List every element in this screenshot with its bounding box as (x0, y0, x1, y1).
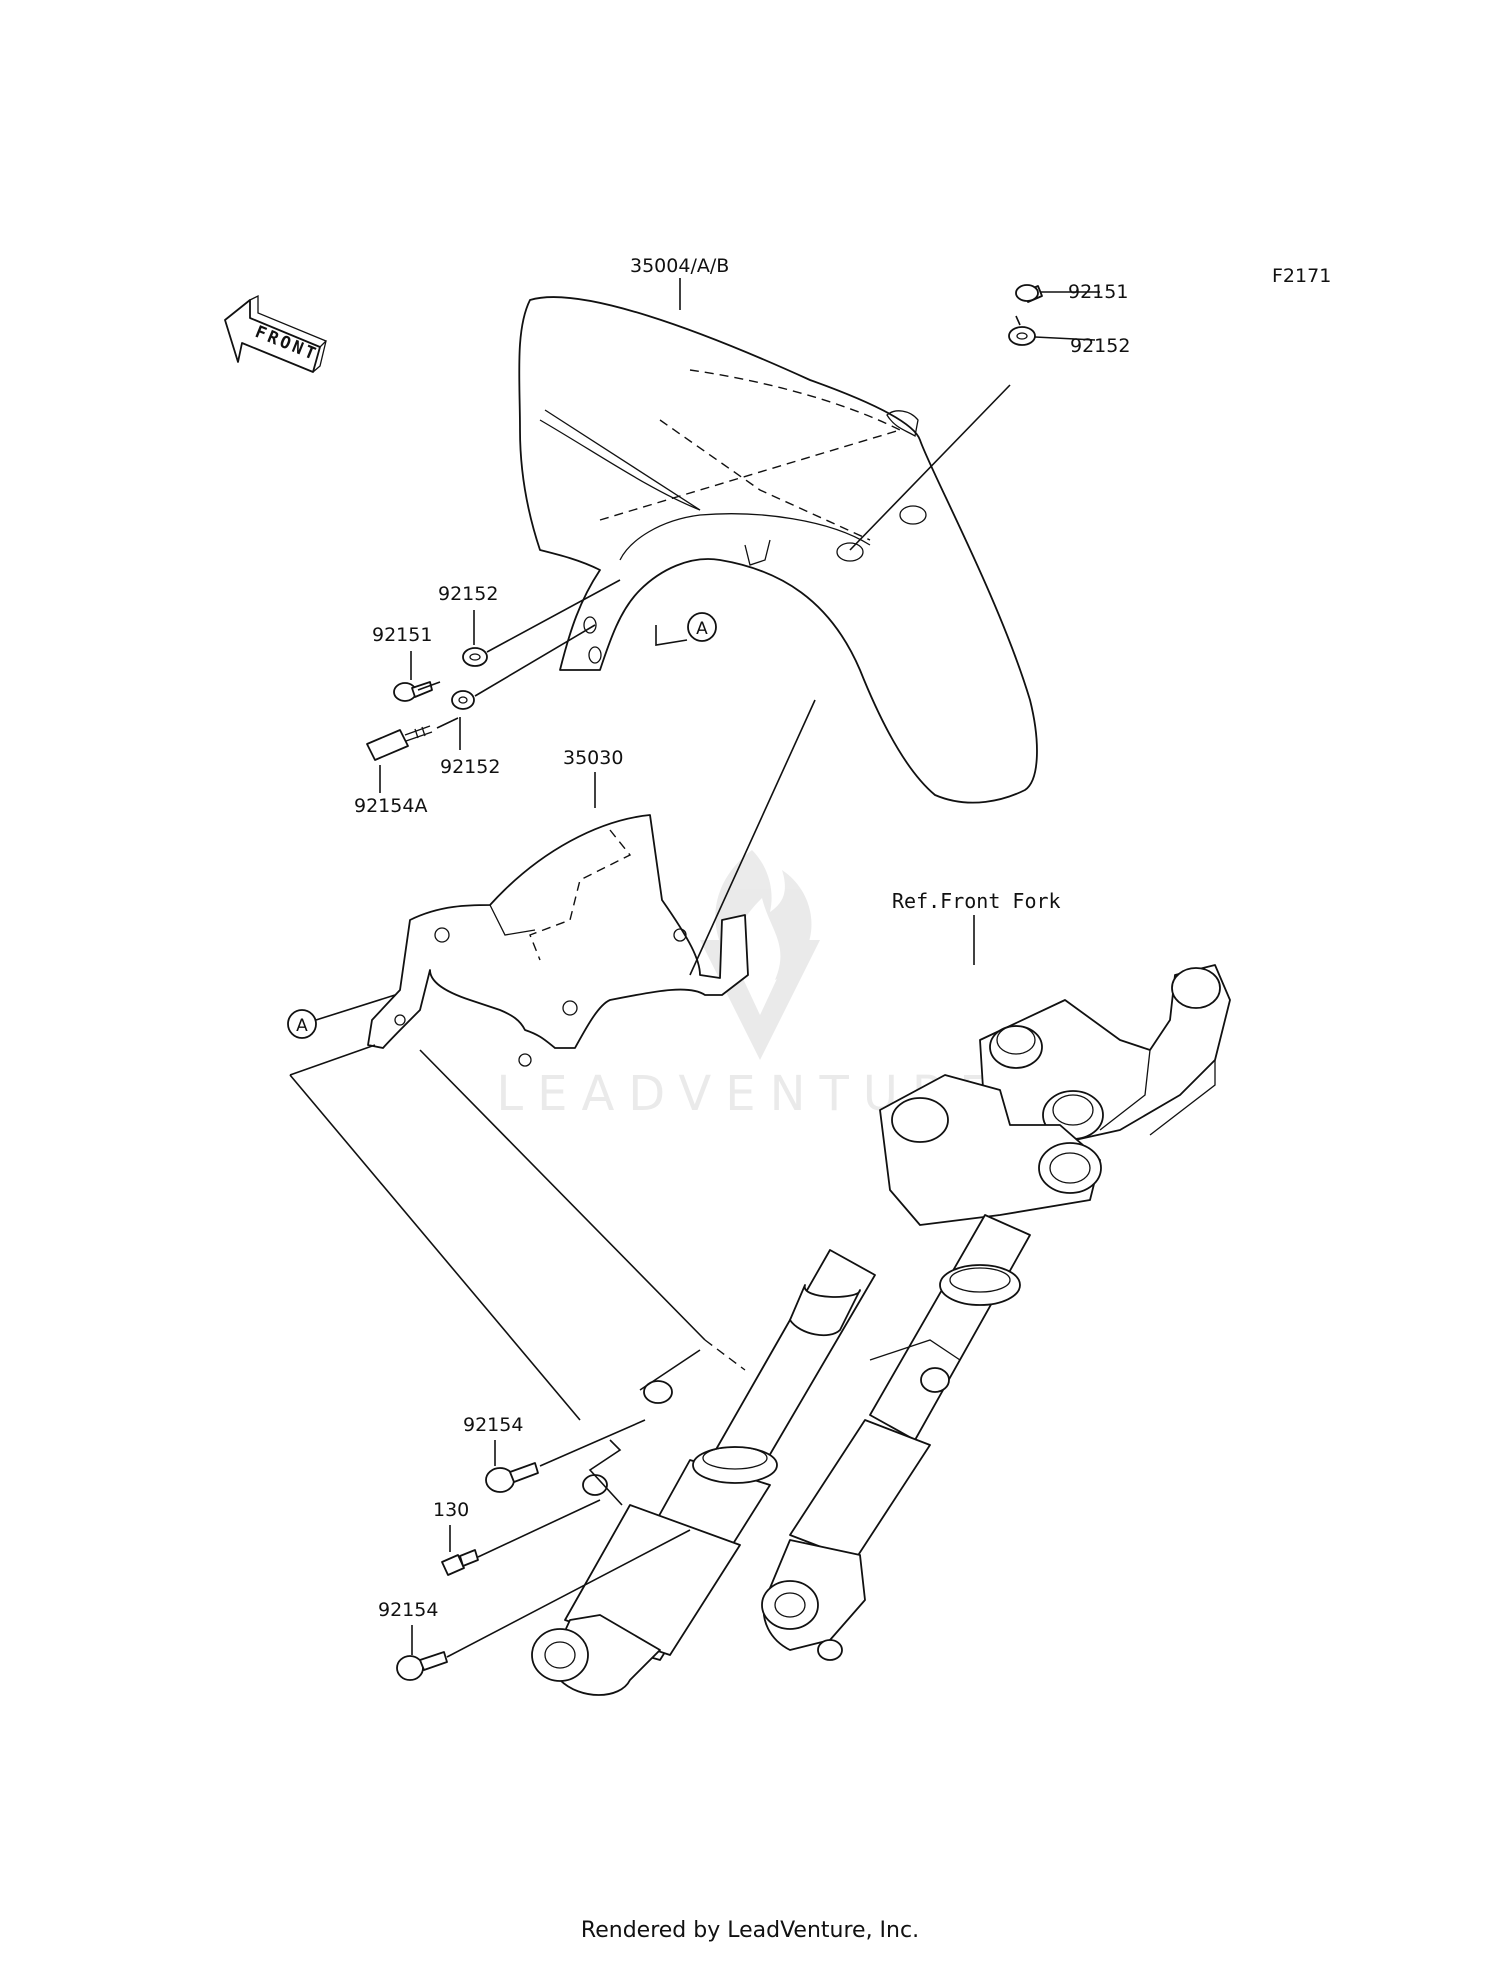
flame-logo-icon (715, 850, 812, 980)
v-logo-icon (700, 940, 820, 1060)
ref-a-fender: A (655, 612, 717, 646)
label-washer-top-right: 92152 (1070, 335, 1130, 357)
screw-left (393, 681, 433, 702)
label-ref-front-fork: Ref.Front Fork (892, 889, 1061, 913)
label-screw-top-right: 92151 (1068, 281, 1128, 303)
label-washer-left-lower: 92152 (440, 756, 500, 778)
ref-a-bracket: A (287, 994, 396, 1039)
label-bolt-upper: 92154 (463, 1414, 523, 1436)
footer-credit: Rendered by LeadVenture, Inc. (580, 1918, 920, 1943)
washer-left-lower (451, 690, 475, 710)
ref-a-fender-label: A (696, 619, 708, 639)
ref-a-bracket-label: A (296, 1016, 308, 1036)
front-fender (518, 296, 1038, 804)
bolt-middle (441, 1549, 479, 1576)
bolt-upper (485, 1462, 539, 1493)
screw-top-right (1015, 284, 1043, 303)
stud-left (366, 725, 433, 761)
label-bolt-middle: 130 (433, 1499, 469, 1521)
front-fork (531, 964, 1231, 1696)
label-screw-left: 92151 (372, 624, 432, 646)
washer-left-upper (462, 647, 488, 667)
label-fender: 35004/A/B (630, 255, 729, 277)
label-bolt-lower: 92154 (378, 1599, 438, 1621)
label-stud-left: 92154A (354, 795, 427, 817)
washer-top-right (1008, 326, 1036, 346)
label-fender-bracket: 35030 (563, 747, 623, 769)
front-arrow-icon: FRONT (224, 294, 328, 373)
diagram-id: F2171 (1272, 265, 1331, 287)
fender-bracket (367, 814, 749, 1067)
label-washer-left-upper: 92152 (438, 583, 498, 605)
bolt-lower (396, 1651, 448, 1681)
